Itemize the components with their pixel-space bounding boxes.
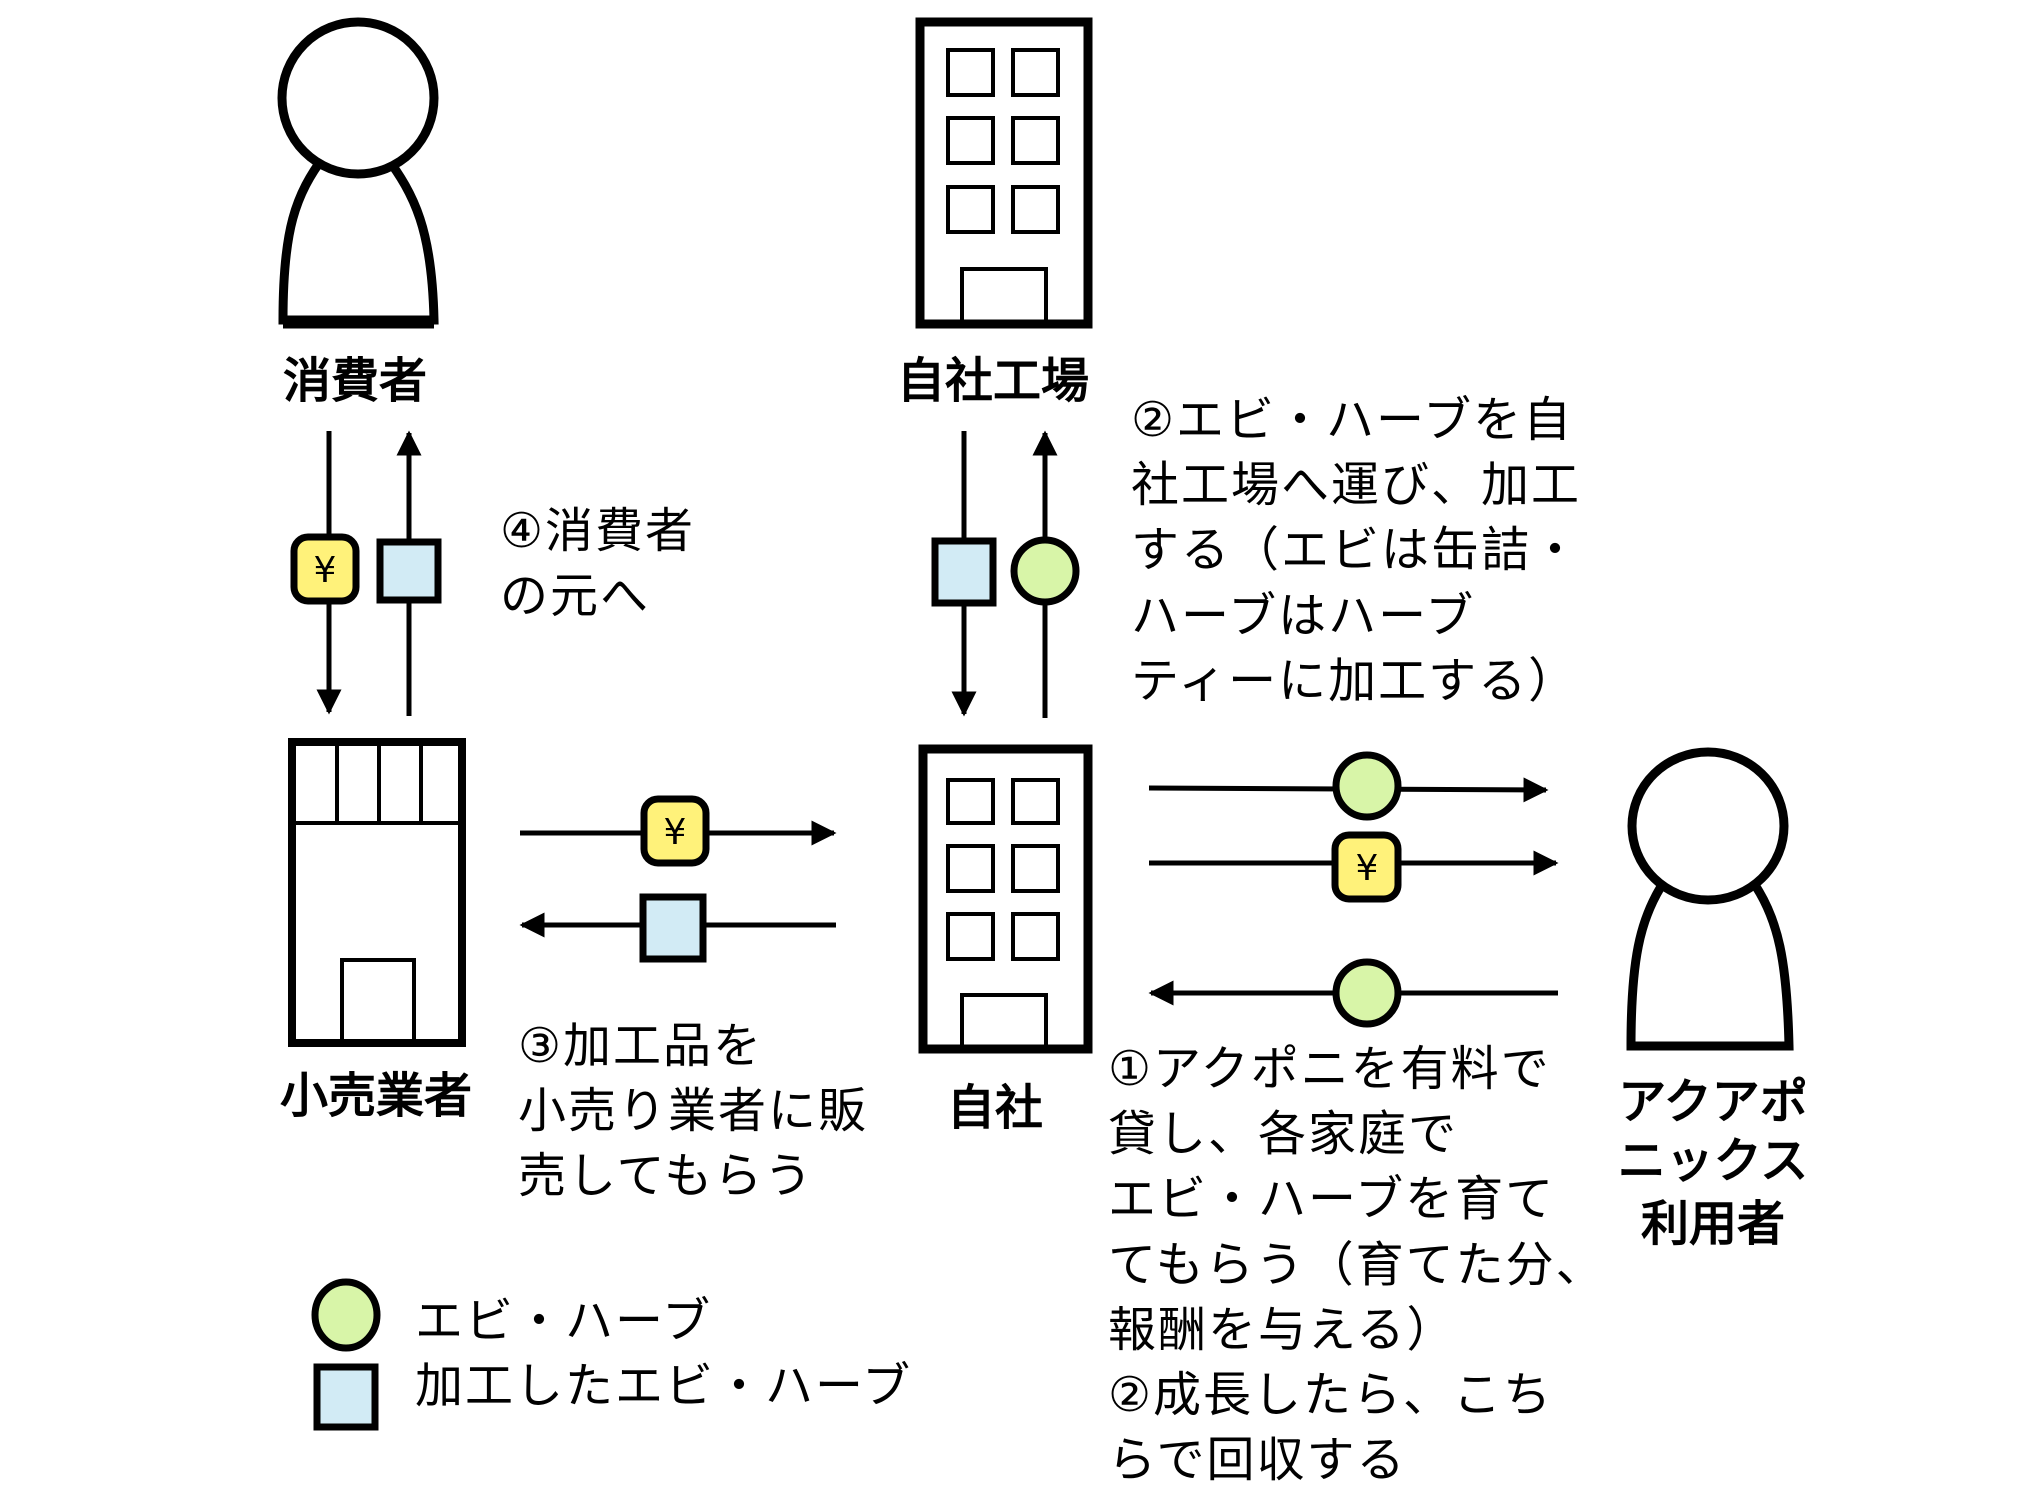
product-token-icon	[376, 538, 442, 604]
step2-factory-note-line2: 社工場へ運び、加工	[1131, 457, 1581, 513]
retailer-company-flows: ¥	[519, 795, 837, 963]
step1-note-line6: ②成長したら、こち	[1108, 1367, 1553, 1423]
retailer-shop-icon	[288, 738, 466, 1047]
step3-note-line2: 小売り業者に販	[518, 1083, 868, 1139]
raw-token-icon	[1010, 536, 1080, 606]
factory-label: 自社工場	[897, 353, 1089, 409]
retailer-label: 小売業者	[280, 1068, 472, 1124]
user-person-icon	[1626, 747, 1794, 1051]
raw-token-icon	[1332, 958, 1402, 1028]
step4-note-line2: の元へ	[500, 568, 650, 624]
yen-symbol: ¥	[664, 812, 687, 853]
consumer-retailer-flows: ¥	[290, 430, 442, 716]
money-token-icon: ¥	[1331, 831, 1402, 903]
step1-note-line4: てもらう（育てた分、	[1108, 1237, 1606, 1293]
step3-note-line3: 売してもらう	[518, 1148, 814, 1204]
user-label-line2: ニックス	[1618, 1133, 1809, 1189]
legend-circle-icon	[311, 1278, 381, 1352]
step1-note-line5: 報酬を与える）	[1108, 1302, 1457, 1358]
step2-factory-note-line1: ②エビ・ハーブを自	[1131, 392, 1573, 448]
money-token-icon: ¥	[640, 795, 710, 867]
step4-note-line1: ④消費者	[500, 503, 695, 559]
step2-factory-note-line5: ティーに加工する）	[1131, 653, 1578, 709]
step1-note-line1: ①アクポニを有料で	[1108, 1041, 1551, 1097]
step1-note-line3: エビ・ハーブを育て	[1108, 1171, 1555, 1227]
company-building-icon	[918, 744, 1093, 1054]
step1-note-line7: らで回収する	[1108, 1432, 1407, 1488]
factory-building-icon	[915, 17, 1093, 329]
step1-note-line2: 貸し、各家庭で	[1108, 1106, 1458, 1162]
yen-symbol: ¥	[314, 550, 337, 591]
raw-token-icon	[1332, 751, 1402, 821]
product-token-icon	[639, 893, 707, 963]
consumer-person-icon	[277, 17, 439, 329]
user-label-line1: アクアポ	[1618, 1074, 1808, 1130]
yen-symbol: ¥	[1356, 848, 1379, 889]
factory-company-flows	[931, 430, 1080, 718]
step2-factory-note-line4: ハーブはハーブ	[1131, 588, 1475, 644]
legend-raw-label: エビ・ハーブ	[415, 1293, 712, 1349]
legend: エビ・ハーブ 加工したエビ・ハーブ	[311, 1278, 912, 1431]
company-label: 自社	[947, 1080, 1043, 1136]
legend-square-icon	[313, 1363, 379, 1431]
legend-product-label: 加工したエビ・ハーブ	[415, 1358, 912, 1414]
money-token-icon: ¥	[290, 533, 360, 605]
step3-note-line1: ③加工品を	[518, 1018, 763, 1074]
step2-factory-note-line3: する（エビは缶詰・	[1131, 522, 1581, 578]
consumer-label: 消費者	[283, 353, 427, 409]
product-token-icon	[931, 537, 997, 607]
company-user-flows: ¥	[1148, 751, 1559, 1028]
user-label-line3: 利用者	[1641, 1196, 1785, 1252]
